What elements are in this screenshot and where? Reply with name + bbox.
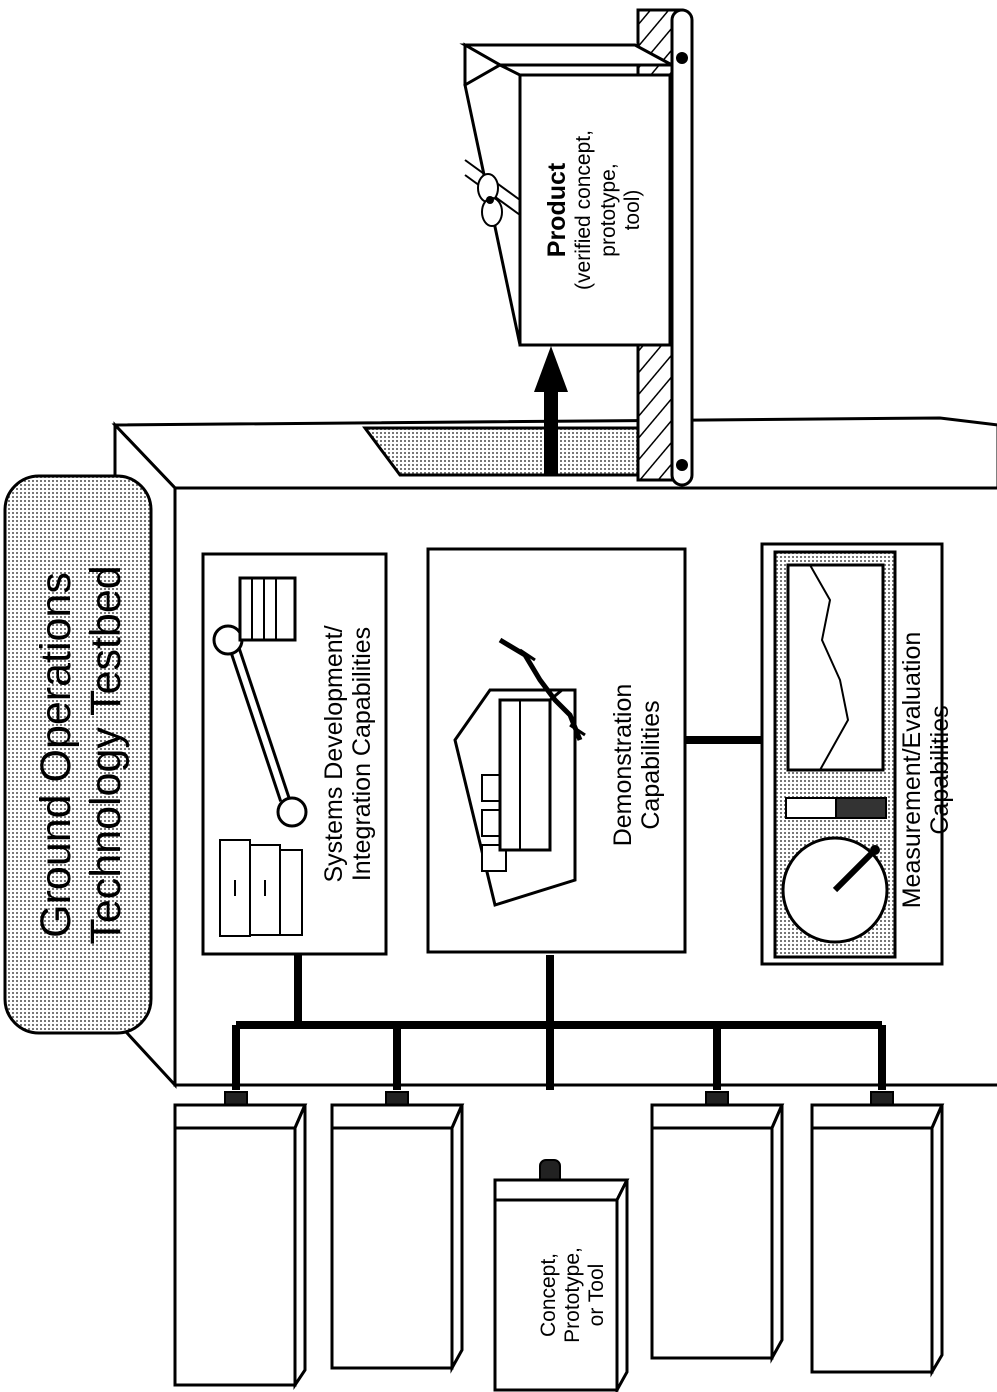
capability-systems-development: Systems Development/ Integration Capabil… bbox=[201, 552, 388, 956]
capability-demonstration: Demonstration Capabilities bbox=[426, 547, 687, 954]
console-icon bbox=[453, 688, 577, 907]
capability-2-line-1: Demonstration bbox=[609, 684, 637, 847]
title-line-1: Ground Operations bbox=[32, 572, 80, 938]
capability-2-line-2: Capabilities bbox=[637, 700, 665, 829]
product-title: Product bbox=[543, 162, 571, 257]
gauge-icon bbox=[781, 836, 889, 944]
input-line-2: Prototype, bbox=[561, 1247, 584, 1343]
module-5 bbox=[810, 1103, 945, 1378]
computer-icon bbox=[238, 576, 297, 642]
capability-1-line-1: Systems Development/ bbox=[320, 625, 348, 882]
product-line-2: prototype, bbox=[597, 163, 620, 256]
conveyor-roller-top bbox=[676, 52, 688, 64]
conveyor-roller-bottom bbox=[676, 459, 688, 471]
interface-bus bbox=[232, 736, 886, 1090]
product-package: Product (verified concept, prototype, to… bbox=[459, 42, 673, 347]
conveyor-rail bbox=[670, 8, 694, 487]
robot-arm-icon bbox=[498, 637, 586, 741]
input-line-1: Concept, bbox=[537, 1253, 560, 1337]
module-4 bbox=[650, 1103, 785, 1364]
input-line-3: or Tool bbox=[585, 1264, 608, 1327]
product-line-1: (verified concept, bbox=[572, 130, 595, 290]
bow-icon bbox=[477, 173, 503, 227]
title-badge-frame bbox=[3, 474, 153, 1035]
indicator-light bbox=[785, 797, 837, 819]
books-icon bbox=[219, 839, 303, 937]
title-line-2: Technology Testbed bbox=[82, 565, 130, 944]
product-line-3: tool) bbox=[621, 190, 644, 231]
title-badge: Ground Operations Technology Testbed bbox=[3, 474, 153, 1035]
product-box-front bbox=[518, 73, 672, 347]
capability-1-line-2: Integration Capabilities bbox=[348, 627, 376, 881]
output-arrow bbox=[534, 346, 568, 474]
output-opening bbox=[362, 426, 684, 477]
capability-3-line-2: Capabilities bbox=[926, 705, 954, 834]
indicator-dark bbox=[835, 797, 887, 819]
module-1 bbox=[173, 1103, 308, 1390]
module-input: Concept, Prototype, or Tool bbox=[493, 1178, 630, 1392]
capability-3-line-1: Measurement/Evaluation bbox=[898, 632, 926, 909]
wrench-icon bbox=[212, 624, 308, 828]
capability-measurement: Measurement/Evaluation Capabilities bbox=[760, 542, 954, 966]
module-2 bbox=[330, 1103, 465, 1374]
graph-display-icon bbox=[786, 563, 885, 772]
